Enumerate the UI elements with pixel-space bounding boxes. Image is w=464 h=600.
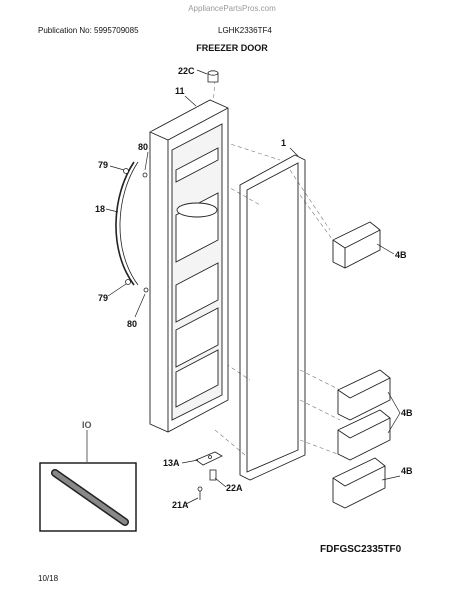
callout-22c: 22C <box>178 66 195 76</box>
callout-79-bottom: 79 <box>98 293 108 303</box>
callout-22a: 22A <box>226 483 243 493</box>
part-22c-cap <box>207 70 219 83</box>
model-number: LGHK2336TF4 <box>218 26 272 35</box>
callout-80-bottom: 80 <box>127 319 137 329</box>
part-4b-door-bin-3 <box>337 409 391 461</box>
callout-80-top: 80 <box>138 142 148 152</box>
publication-number: Publication No: 5995709085 <box>38 26 139 35</box>
watermark: AppliancePartsPros.com <box>188 4 276 13</box>
callout-1: 1 <box>281 138 286 148</box>
part-4b-door-bin-4 <box>332 457 386 509</box>
figure-reference: FDFGSC2335TF0 <box>320 544 402 555</box>
part-4b-door-bin-2 <box>337 369 391 421</box>
callout-21a: 21A <box>172 500 189 510</box>
leader-lines <box>86 69 401 505</box>
inset-tubing-box <box>39 462 137 532</box>
part-18-handle <box>115 161 139 286</box>
handle-screws <box>123 168 149 293</box>
callout-4b-lower: 4B <box>401 466 413 476</box>
section-title: FREEZER DOOR <box>196 43 268 53</box>
part-21a-screw <box>197 486 203 500</box>
part-13a-hinge <box>195 451 223 466</box>
part-1-gasket <box>239 154 306 481</box>
callout-18: 18 <box>95 204 105 214</box>
part-11-door-liner <box>149 99 229 433</box>
part-22a-bushing <box>209 469 217 481</box>
page-number: 10/18 <box>38 574 59 583</box>
part-4b-door-bin-1 <box>332 221 381 269</box>
callout-io: IO <box>82 420 92 430</box>
callout-4b-upper: 4B <box>395 250 407 260</box>
callout-11: 11 <box>175 86 185 96</box>
callout-4b-middle: 4B <box>401 408 413 418</box>
callout-13a: 13A <box>163 458 180 468</box>
callout-79-top: 79 <box>98 160 108 170</box>
